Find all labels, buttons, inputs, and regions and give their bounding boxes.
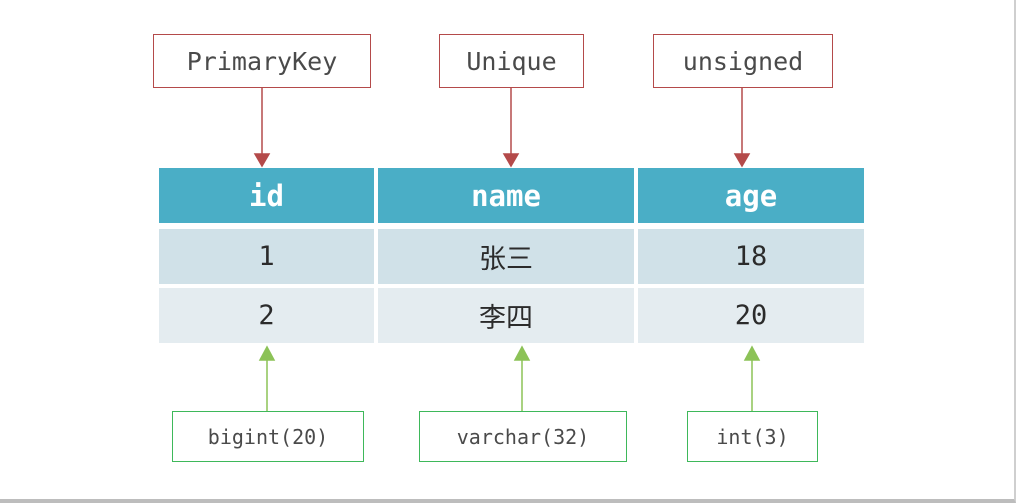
table-cell-row2-id: 2 [159,288,374,343]
type-label-int: int(3) [687,411,818,462]
table-header-age: age [638,168,864,223]
constraint-label-primarykey: PrimaryKey [153,34,371,88]
constraint-label-unique: Unique [439,34,584,88]
arrowhead-unsigned [733,153,751,168]
table-header-id: id [159,168,374,223]
table-cell-row2-name: 李四 [378,288,634,343]
table-cell-row1-age: 18 [638,229,864,284]
arrowhead-bigint [258,345,276,361]
arrowhead-varchar [513,345,531,361]
table-cell-row2-age: 20 [638,288,864,343]
table-cell-row1-name: 张三 [378,229,634,284]
constraint-label-unsigned: unsigned [653,34,833,88]
arrowhead-primarykey [253,153,271,168]
arrowhead-unique [502,153,520,168]
table-cell-row1-id: 1 [159,229,374,284]
type-label-varchar: varchar(32) [419,411,627,462]
arrowhead-int [743,345,761,361]
table-header-name: name [378,168,634,223]
type-label-bigint: bigint(20) [172,411,364,462]
